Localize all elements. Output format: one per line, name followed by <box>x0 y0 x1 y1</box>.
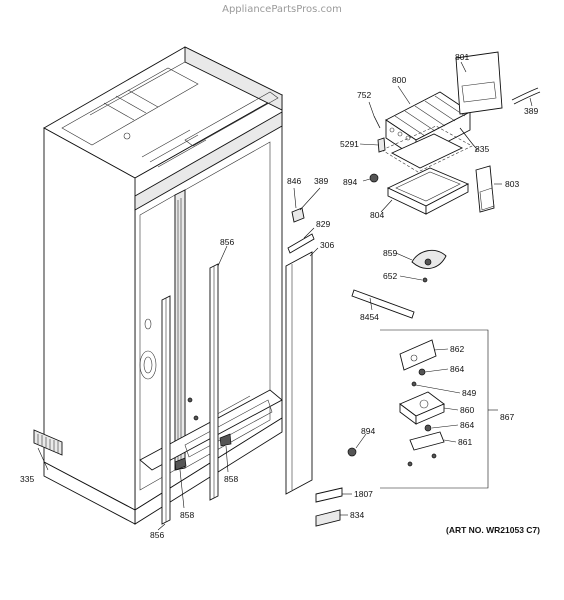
callout-labels: 801 389 800 752 5291 835 894 803 804 846… <box>20 52 538 540</box>
callout-800: 800 <box>392 75 406 85</box>
callout-858-right: 858 <box>224 474 238 484</box>
callout-335: 335 <box>20 474 34 484</box>
callout-389-wire: 389 <box>524 106 538 116</box>
center-trim-parts <box>285 207 315 495</box>
callout-804: 804 <box>370 210 384 220</box>
callout-803: 803 <box>505 179 519 189</box>
callout-849: 849 <box>462 388 476 398</box>
callout-835: 835 <box>475 144 489 154</box>
callout-861: 861 <box>458 437 472 447</box>
callout-829: 829 <box>316 219 330 229</box>
callout-8454: 8454 <box>360 312 379 322</box>
callout-860: 860 <box>460 405 474 415</box>
callout-894-top: 894 <box>343 177 357 187</box>
fan-parts <box>351 249 447 319</box>
callout-862: 862 <box>450 344 464 354</box>
callout-864-bottom: 864 <box>460 420 474 430</box>
callout-856-bottom: 856 <box>150 530 164 540</box>
callout-858-left: 858 <box>180 510 194 520</box>
damper-assembly <box>380 329 498 489</box>
leader-lines <box>37 61 533 531</box>
callout-652: 652 <box>383 271 397 281</box>
evaporator-assembly <box>369 51 541 215</box>
callout-5291: 5291 <box>340 139 359 149</box>
callout-846: 846 <box>287 176 301 186</box>
callout-801: 801 <box>455 52 469 62</box>
callout-856-top: 856 <box>220 237 234 247</box>
callout-752: 752 <box>357 90 371 100</box>
callout-834: 834 <box>350 510 364 520</box>
trim-strips <box>161 263 232 525</box>
callout-1807: 1807 <box>354 489 373 499</box>
site-watermark: AppliancePartsPros.com <box>222 4 342 15</box>
cabinet-drawing <box>33 46 283 525</box>
callout-864-top: 864 <box>450 364 464 374</box>
art-number: (ART NO. WR21053 C7) <box>446 525 540 535</box>
callout-859: 859 <box>383 248 397 258</box>
callout-389-trim: 389 <box>314 176 328 186</box>
bottom-small-parts <box>315 447 357 527</box>
callout-867: 867 <box>500 412 514 422</box>
callout-306: 306 <box>320 240 334 250</box>
callout-894-bottom: 894 <box>361 426 375 436</box>
